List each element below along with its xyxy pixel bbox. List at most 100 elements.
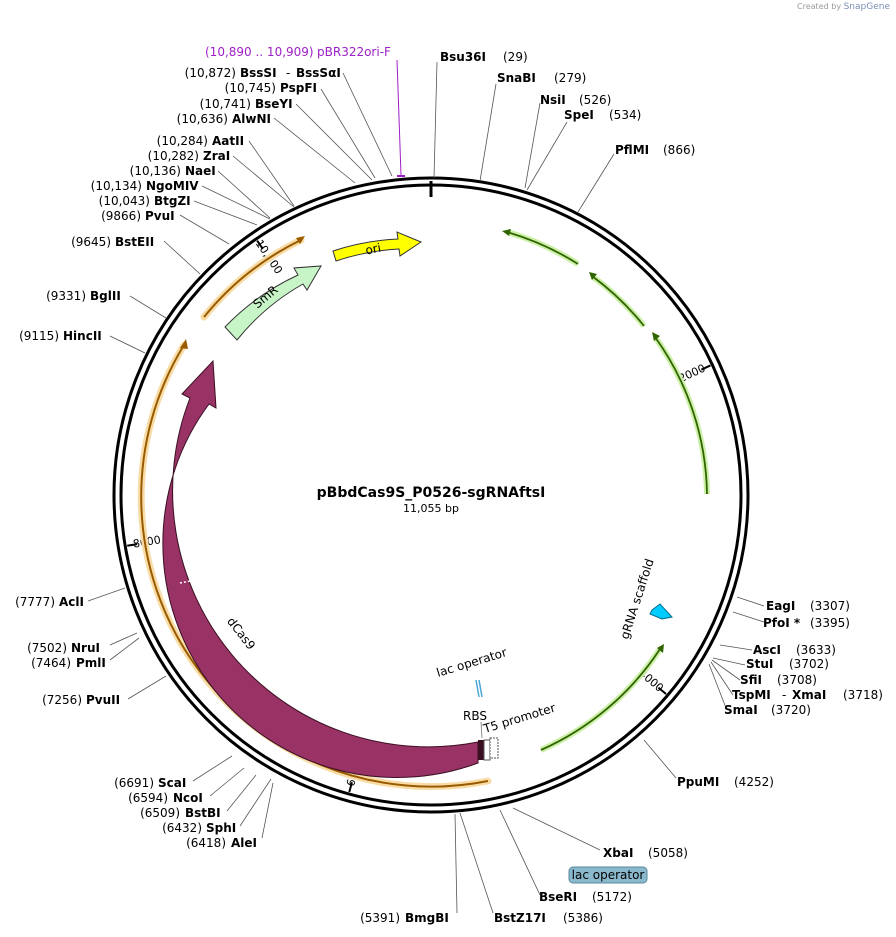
- site-acli[interactable]: (7777)AclI: [15, 595, 84, 609]
- site-bmgbi[interactable]: (5391)BmgBI: [360, 911, 449, 925]
- site-nsii[interactable]: NsiI(526): [540, 93, 611, 107]
- leader-alwni: [273, 117, 356, 184]
- site-sphi[interactable]: (6432)SphI: [162, 821, 236, 835]
- svg-text:NruI: NruI: [71, 641, 100, 655]
- leader-pflmi: [577, 153, 615, 213]
- svg-text:(5386): (5386): [563, 911, 603, 925]
- tick-10000: [256, 240, 264, 250]
- svg-text:AatII: AatII: [212, 134, 244, 148]
- site-pvui[interactable]: (9866)PvuI: [101, 209, 175, 223]
- feature-grna-scaffold[interactable]: gRNA scaffold: [618, 557, 673, 641]
- site-bsu36i[interactable]: Bsu36I(29): [440, 50, 528, 64]
- primer-pbr322ori-f[interactable]: (10,890 .. 10,909) pBR322ori-F: [205, 45, 405, 177]
- site-aatii[interactable]: (10,284)AatII: [157, 134, 244, 148]
- created-by-text: Created by: [797, 2, 842, 11]
- svg-text:(7777): (7777): [15, 595, 55, 609]
- site-pspfi[interactable]: (10,745)PspFI: [225, 81, 317, 95]
- site-zrai[interactable]: (10,282)ZraI: [148, 149, 231, 163]
- site-sfii[interactable]: SfiI(3708): [740, 673, 817, 687]
- svg-text:(9115): (9115): [19, 329, 59, 343]
- site-bsteii[interactable]: (9645)BstEII: [71, 235, 154, 249]
- site-ncoi[interactable]: (6594)NcoI: [128, 791, 203, 805]
- site-alwni[interactable]: (10,636)AlwNI: [177, 112, 271, 126]
- plasmid-length: 11,055 bp: [403, 502, 459, 515]
- svg-text:(279): (279): [554, 71, 586, 85]
- leader-tspmi: [710, 661, 734, 696]
- leader-naei: [217, 170, 271, 219]
- restriction-sites-right: Bsu36I(29) SnaBI(279) NsiI(526) SpeI(534…: [440, 50, 883, 925]
- leader-pvuii: [127, 675, 167, 700]
- leader-stui: [712, 657, 746, 666]
- svg-text:BstZ17I: BstZ17I: [494, 911, 546, 925]
- site-pvuii[interactable]: (7256)PvuII: [42, 693, 120, 707]
- lac-operator-mark-2: [478, 679, 483, 698]
- site-bstz17i[interactable]: BstZ17I (5386): [494, 911, 603, 925]
- svg-text:NgoMIV: NgoMIV: [146, 179, 199, 193]
- svg-text:(5058): (5058): [648, 846, 688, 860]
- site-bglii[interactable]: (9331)BglII: [46, 289, 121, 303]
- t5-promoter-label: T5 promoter: [481, 701, 557, 736]
- leader-bstbi: [226, 774, 257, 812]
- site-pfoi[interactable]: PfoI *(3395): [763, 616, 850, 630]
- green-arc-2-head: [589, 272, 597, 280]
- site-bstbi[interactable]: (6509)BstBI: [140, 806, 221, 820]
- svg-text:Bsu36I: Bsu36I: [440, 50, 486, 64]
- feature-dcas9[interactable]: dCas9: [162, 359, 479, 778]
- svg-text:BtgZI: BtgZI: [154, 194, 191, 208]
- site-tspmi-xmai[interactable]: TspMI - XmaI (3718): [732, 688, 883, 702]
- svg-text:SpeI: SpeI: [564, 108, 594, 122]
- leader-ncoi: [209, 767, 245, 797]
- tick-6000: [348, 782, 353, 793]
- svg-text:ZraI: ZraI: [203, 149, 230, 163]
- site-bsssi[interactable]: (10,872) BssSI - BssSαI: [185, 66, 341, 80]
- dcas9-arrow: [162, 359, 479, 778]
- lac-operator-mark-1: [475, 679, 480, 698]
- svg-text:(866): (866): [663, 143, 695, 157]
- site-ppumi[interactable]: PpuMI(4252): [677, 775, 774, 789]
- svg-text:PpuMI: PpuMI: [677, 775, 719, 789]
- site-alei[interactable]: (6418)AleI: [186, 836, 257, 850]
- site-hincii[interactable]: (9115) HincII: [19, 329, 102, 343]
- site-scai[interactable]: (6691)ScaI: [114, 776, 186, 790]
- site-xbai[interactable]: XbaI(5058): [603, 846, 688, 860]
- leader-eagi: [736, 596, 765, 607]
- site-bseyi[interactable]: (10,741)BseYI: [200, 97, 293, 111]
- svg-text:(10,872): (10,872): [185, 66, 236, 80]
- site-stui[interactable]: StuI(3702): [746, 657, 829, 671]
- svg-text:NcoI: NcoI: [173, 791, 203, 805]
- lac-operator-box-label: lac operator: [572, 868, 645, 882]
- leader-acli: [87, 587, 126, 602]
- green-arc-4-glow: [539, 647, 663, 753]
- svg-text:(3720): (3720): [771, 703, 811, 717]
- green-arc-4: [540, 648, 661, 751]
- site-bseri[interactable]: BseRI(5172): [539, 890, 632, 904]
- svg-text:PflMI: PflMI: [615, 143, 649, 157]
- svg-text:ScaI: ScaI: [158, 776, 186, 790]
- site-asci[interactable]: AscI(3633): [753, 643, 836, 657]
- leader-snabi: [479, 83, 497, 182]
- leader-bsu36i: [433, 61, 438, 179]
- site-smai[interactable]: SmaI(3720): [724, 703, 811, 717]
- site-naei[interactable]: (10,136)NaeI: [130, 164, 216, 178]
- site-pflmi[interactable]: PflMI (866): [615, 143, 695, 157]
- svg-text:(5391): (5391): [360, 911, 400, 925]
- lac-operator-box[interactable]: lac operator: [568, 866, 648, 884]
- promoter-region[interactable]: lac operator RBS T5 promoter: [435, 645, 557, 761]
- site-ngomiv[interactable]: (10,134)NgoMIV: [91, 179, 200, 193]
- outer-orange-arc-top: [203, 239, 302, 318]
- site-spei[interactable]: SpeI(534): [564, 108, 641, 122]
- site-nrui[interactable]: (7502)NruI: [27, 641, 100, 655]
- svg-text:HincII: HincII: [63, 329, 102, 343]
- svg-text:(10,136): (10,136): [130, 164, 181, 178]
- site-eagi[interactable]: EagI(3307): [766, 599, 850, 613]
- svg-text:(3718): (3718): [843, 688, 883, 702]
- site-btgzi[interactable]: (10,043)BtgZI: [99, 194, 191, 208]
- leader-pspfi: [320, 88, 376, 179]
- svg-text:PfoI *: PfoI *: [763, 616, 801, 630]
- feature-ori[interactable]: ori: [332, 231, 423, 262]
- rbs-label: RBS: [463, 709, 487, 723]
- tick-2000: [700, 364, 711, 371]
- site-pmli[interactable]: (7464)PmlI: [31, 656, 106, 670]
- site-snabi[interactable]: SnaBI(279): [497, 71, 586, 85]
